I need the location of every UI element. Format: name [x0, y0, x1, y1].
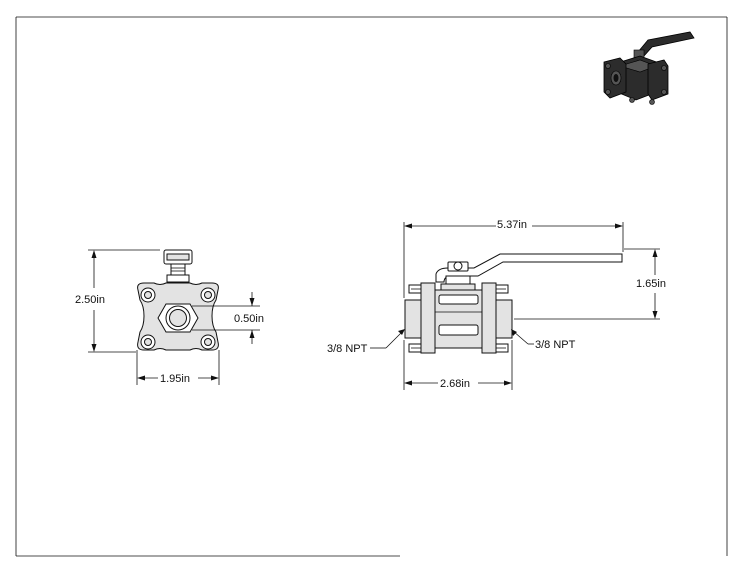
side-view-left-cap	[420, 282, 436, 354]
dim-front-port: 0.50in	[192, 292, 264, 344]
dim-front-height: 2.50in	[75, 249, 160, 353]
side-view-stem	[440, 275, 476, 291]
side-view-right-end	[495, 299, 513, 339]
front-view-bolts	[140, 287, 216, 350]
isometric-view	[603, 31, 695, 105]
front-view: 2.50in 0.50in 1.95in	[75, 249, 264, 385]
dim-front-width-label: 1.95in	[160, 373, 190, 385]
side-view-left-end	[404, 299, 422, 339]
thread-right-label: 3/8 NPT	[535, 339, 576, 351]
dim-front-width: 1.95in	[136, 350, 220, 385]
dim-side-overall-label: 5.37in	[497, 219, 527, 231]
sheet-border	[15, 16, 728, 557]
side-view-handle	[435, 253, 623, 283]
dim-front-port-label: 0.50in	[234, 313, 264, 325]
side-view-right-cap	[481, 282, 497, 354]
front-view-port	[157, 303, 199, 333]
leader-thread-right: 3/8 NPT	[511, 329, 576, 351]
front-view-stem	[163, 249, 193, 283]
dim-front-height-label: 2.50in	[75, 294, 105, 306]
side-view: 5.37in 1.65in 2.68in 3/8 NPT	[327, 219, 666, 390]
dim-side-height: 1.65in	[514, 248, 666, 320]
dim-side-body: 2.68in	[403, 340, 513, 390]
dim-side-height-label: 1.65in	[636, 278, 666, 290]
leader-thread-left: 3/8 NPT	[327, 329, 405, 355]
thread-left-label: 3/8 NPT	[327, 343, 368, 355]
side-view-body	[434, 289, 483, 349]
dim-side-body-label: 2.68in	[440, 378, 470, 390]
dim-side-overall: 5.37in	[403, 219, 624, 298]
side-view-bolts	[408, 284, 509, 353]
